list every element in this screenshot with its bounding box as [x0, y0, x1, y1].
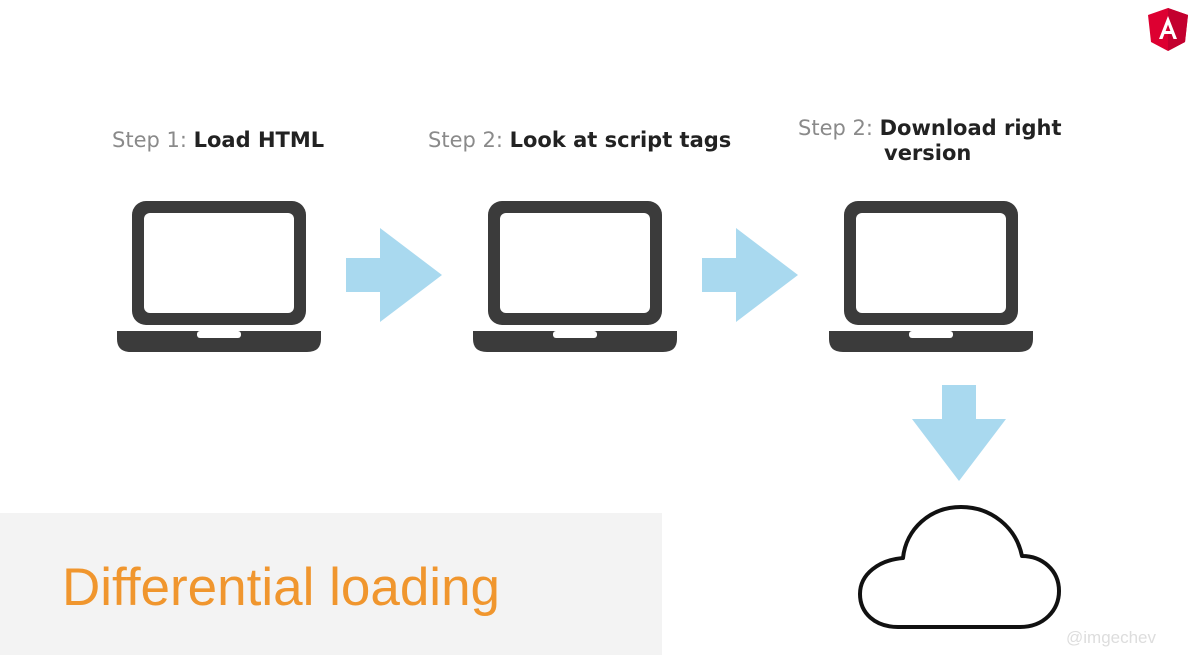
- step-1-text: Load HTML: [193, 128, 325, 152]
- step-3-label: Step 2: Download right version: [798, 116, 1062, 166]
- slide-title: Differential loading: [62, 558, 501, 617]
- step-3-text-line1: Download right: [879, 116, 1062, 140]
- step-1-prefix: Step 1:: [112, 128, 187, 152]
- step-2-label: Step 2: Look at script tags: [428, 128, 731, 153]
- arrow-down-icon: [912, 385, 1006, 481]
- step-1-label: Step 1: Load HTML: [112, 128, 324, 153]
- author-handle: @imgechev: [1066, 628, 1157, 647]
- laptop-icon: [117, 201, 321, 352]
- arrow-right-icon: [346, 228, 442, 322]
- angular-logo-icon: [1148, 8, 1188, 51]
- title-band: [0, 513, 662, 655]
- arrow-right-icon: [702, 228, 798, 322]
- step-3-prefix: Step 2:: [798, 116, 873, 140]
- step-2-prefix: Step 2:: [428, 128, 503, 152]
- cloud-icon: [858, 505, 1061, 629]
- laptop-icon: [473, 201, 677, 352]
- step-2-text: Look at script tags: [509, 128, 732, 152]
- step-3-text-line2: version: [884, 141, 972, 165]
- laptop-icon: [829, 201, 1033, 352]
